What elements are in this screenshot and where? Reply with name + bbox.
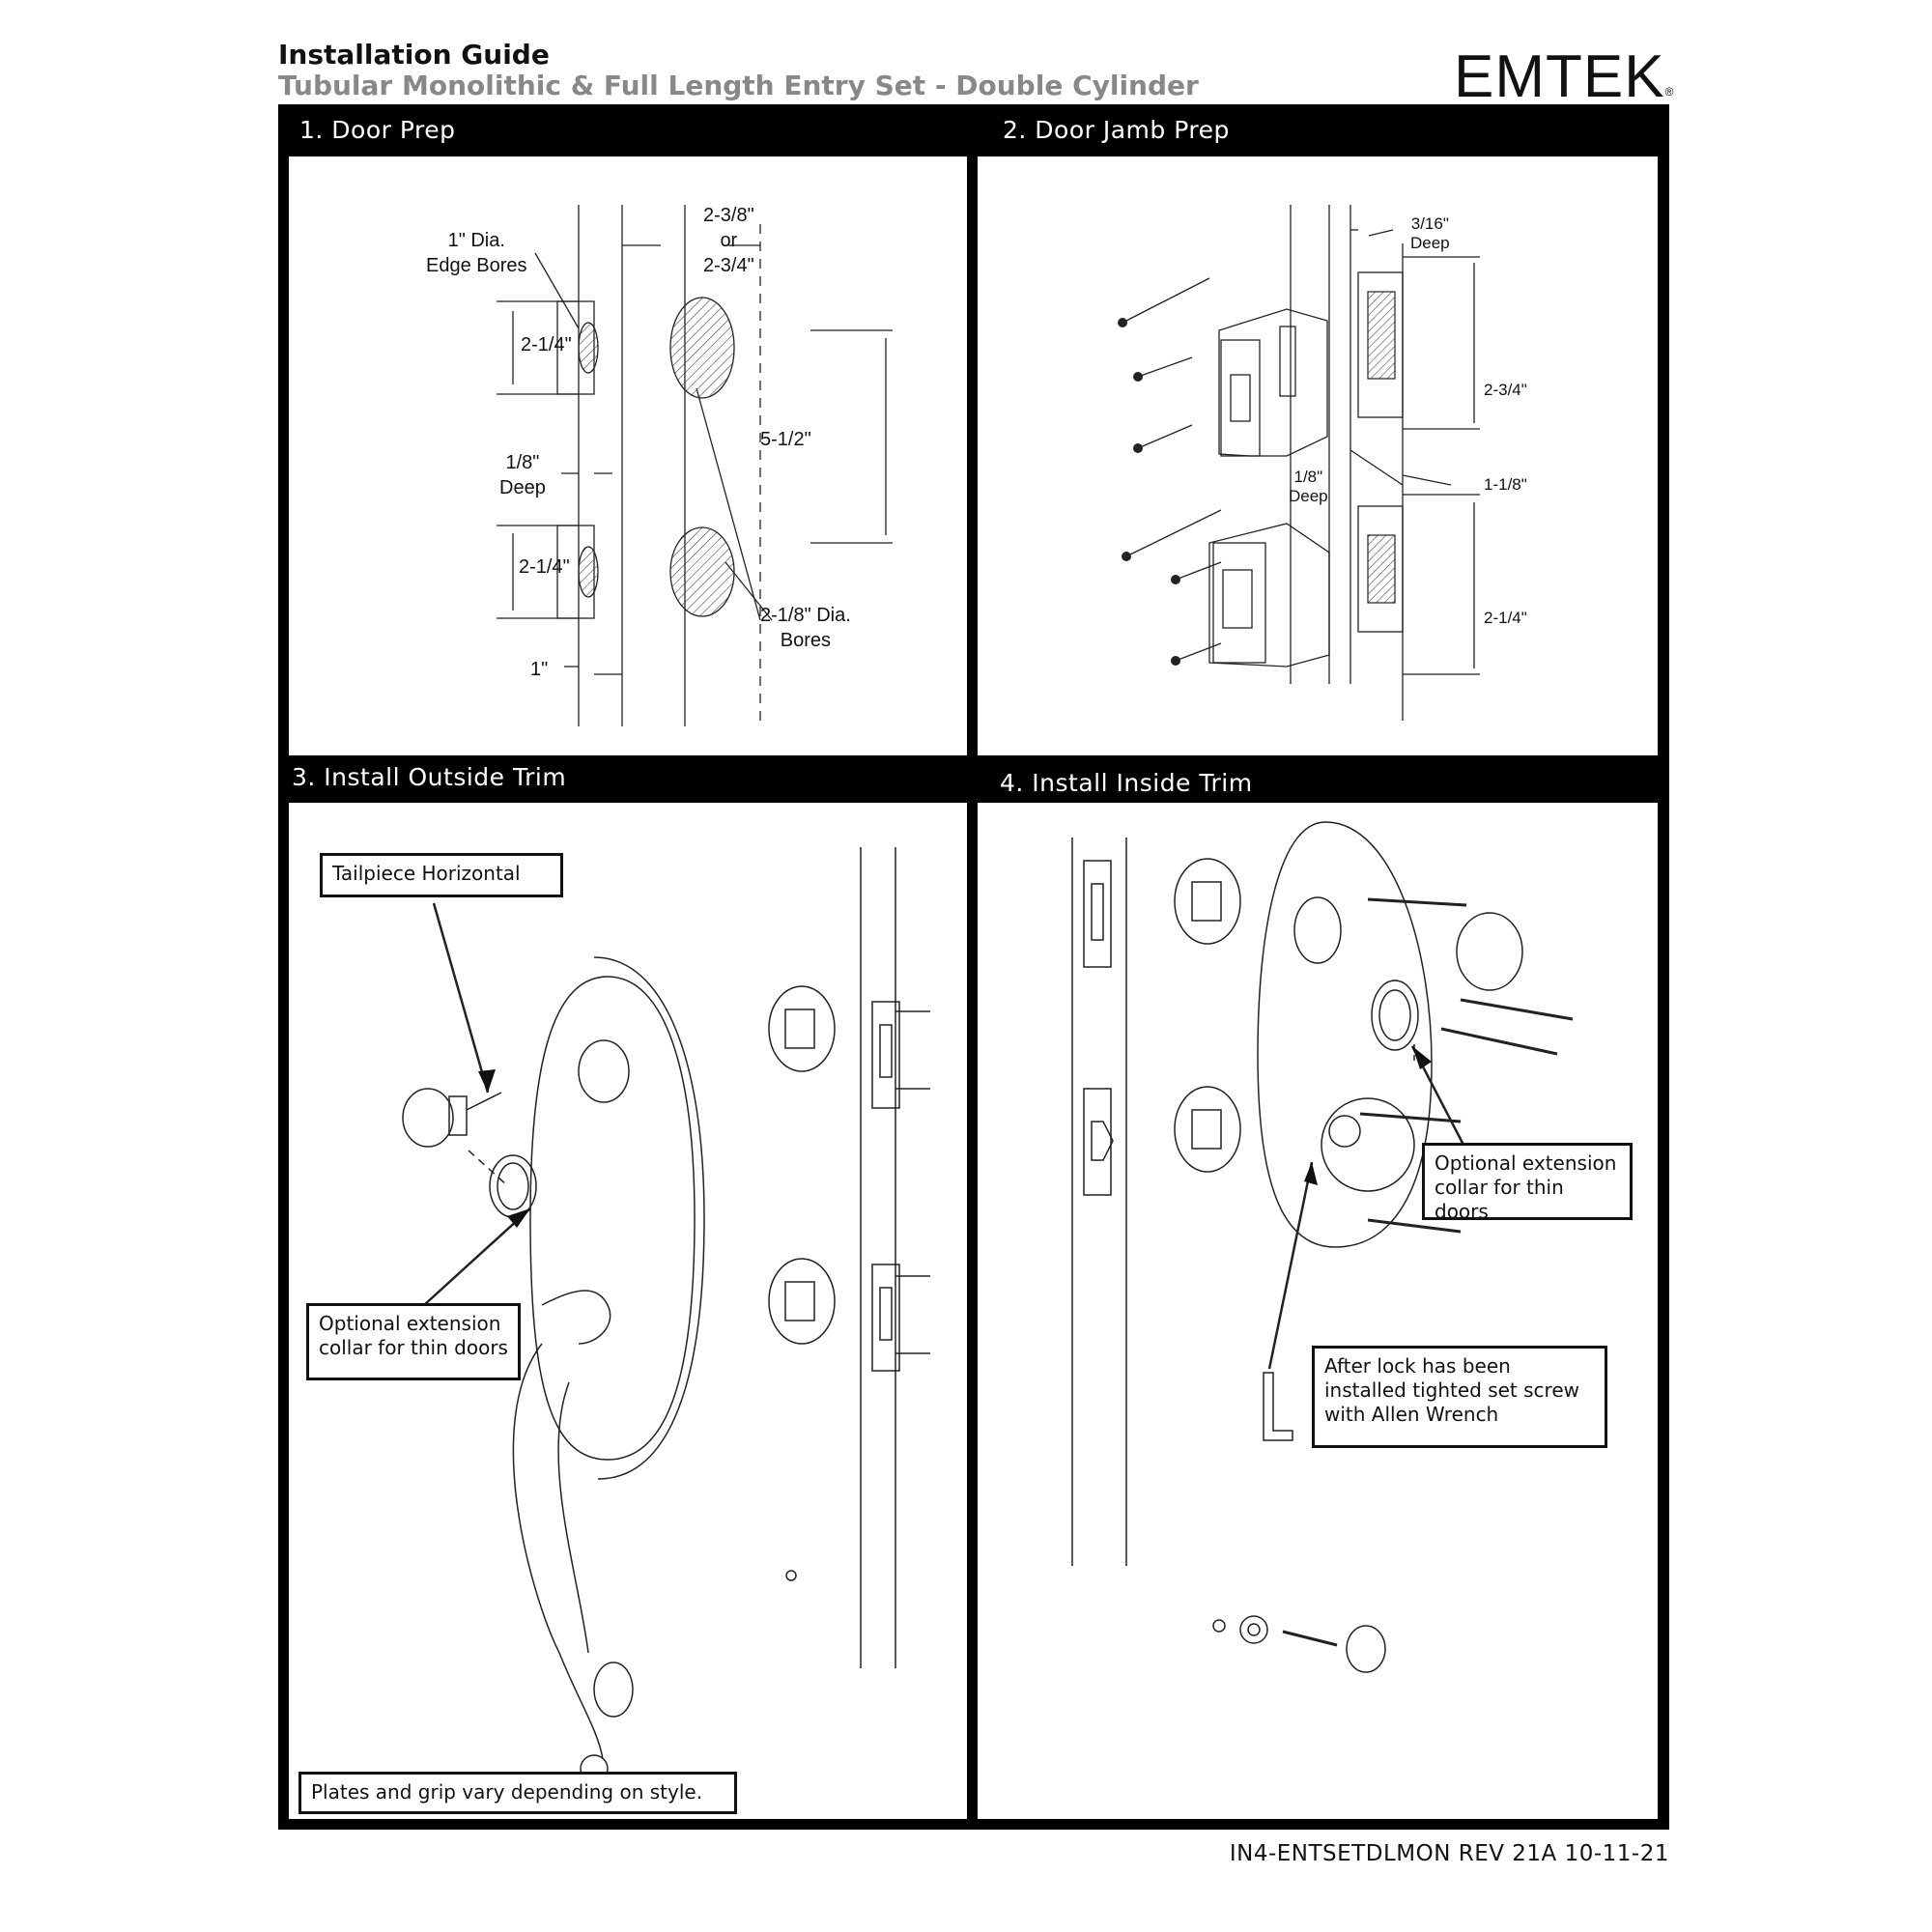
label-dim-top: 2-1/4" (521, 334, 572, 355)
panel-3-title: 3. Install Outside Trim (292, 763, 567, 791)
callout-extension-collar: Optional extension collar for thin doors (306, 1303, 521, 1380)
callout-style-note: Plates and grip vary depending on style. (298, 1772, 737, 1814)
label-dim-top: 2-3/4" (1484, 381, 1527, 399)
door-jamb-prep-diagram (1118, 205, 1480, 721)
guide-title: Installation Guide (278, 39, 550, 71)
panel-2-title: 2. Door Jamb Prep (1003, 116, 1230, 144)
document-id: IN4-ENTSETDLMON REV 21A 10-11-21 (1229, 1841, 1669, 1866)
panel-door-jamb-prep: 3/16" Deep 2-3/4" 1/8" Deep 1-1/8" 2-1/4… (978, 156, 1658, 755)
panel-outside-trim: Tailpiece Horizontal Optional extension … (289, 803, 967, 1819)
label-width: 1-1/8" (1484, 475, 1527, 494)
outside-trim-diagram (402, 847, 930, 1783)
label-edge-bores: 1" Dia. Edge Bores (426, 230, 527, 276)
door-prep-diagram (497, 205, 893, 726)
panel-1-title: 1. Door Prep (299, 116, 456, 144)
emtek-logo: EMTEK® (1454, 43, 1675, 110)
label-backset: 2-3/8" or 2-3/4" (703, 205, 754, 276)
inside-trim-diagram (1071, 821, 1574, 1673)
label-spacing: 5-1/2" (760, 429, 811, 450)
callout-allen-wrench: After lock has been installed tighted se… (1312, 1346, 1607, 1448)
panel-inside-trim: Optional extension collar for thin doors… (978, 803, 1658, 1819)
label-bores: 2-1/8" Dia. Bores (760, 605, 851, 651)
label-dim-bottom: 2-1/4" (1484, 609, 1527, 627)
label-depth: 1/8" Deep (499, 452, 546, 498)
instruction-frame: 1. Door Prep 2. Door Jamb Prep 3. Instal… (278, 104, 1669, 1830)
panel-door-prep: 1" Dia. Edge Bores 2-3/8" or 2-3/4" 2-1/… (289, 156, 967, 755)
label-edge: 1" (530, 659, 549, 680)
callout-tailpiece: Tailpiece Horizontal (320, 853, 563, 897)
label-deep-top: 3/16" Deep (1410, 214, 1450, 252)
guide-subtitle: Tubular Monolithic & Full Length Entry S… (278, 70, 1199, 101)
label-dim-bottom: 2-1/4" (519, 556, 570, 578)
callout-extension-collar: Optional extension collar for thin doors (1422, 1143, 1633, 1223)
label-depth: 1/8" Deep (1289, 468, 1328, 505)
panel-4-title: 4. Install Inside Trim (1000, 769, 1253, 797)
